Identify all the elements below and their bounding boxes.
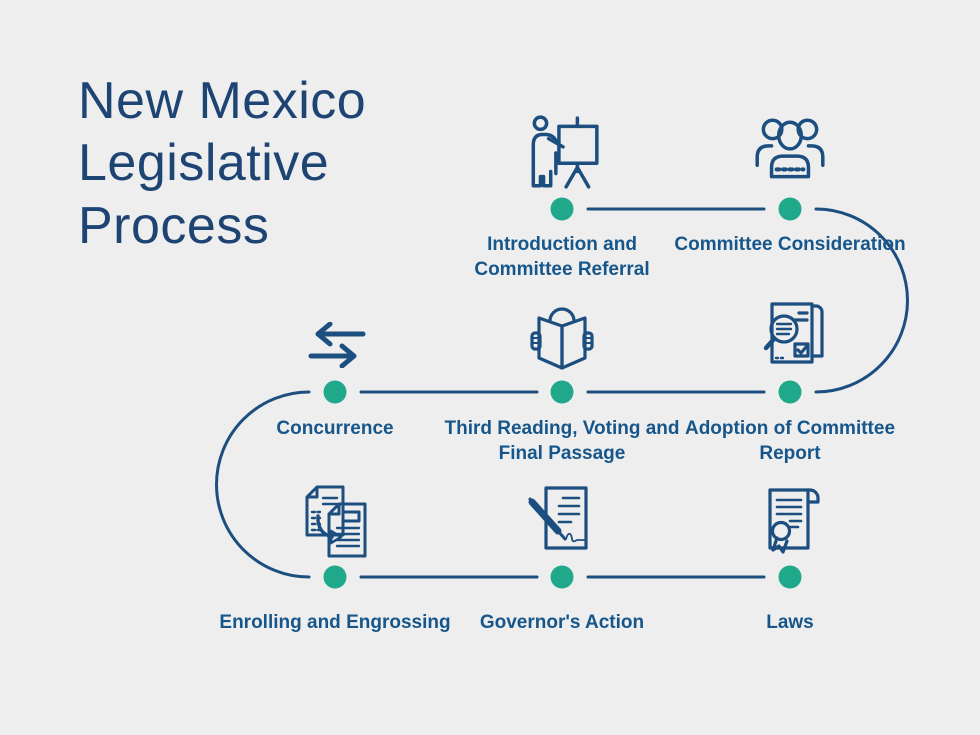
step-label: Adoption of Committee Report	[684, 418, 896, 465]
step-dots	[323, 197, 802, 589]
step-dot	[778, 565, 802, 589]
step-dot	[323, 380, 347, 404]
step-dot	[778, 380, 802, 404]
step-dot	[550, 565, 574, 589]
step-governors-action: Governor's Action	[442, 482, 682, 635]
step-label: Third Reading, Voting and Final Passage	[444, 418, 680, 465]
certificate-icon	[750, 482, 830, 562]
reading-book-icon	[522, 296, 602, 376]
report-review-icon	[750, 296, 830, 376]
step-introduction: Introduction and Committee Referral	[442, 112, 682, 282]
step-label: Governor's Action	[479, 612, 645, 633]
step-label: Committee Consideration	[674, 234, 906, 255]
step-dot	[550, 380, 574, 404]
presentation-icon	[521, 112, 603, 194]
double-arrow-icon	[299, 322, 371, 368]
step-enrolling-engrossing: Enrolling and Engrossing	[215, 482, 455, 635]
step-dot	[550, 197, 574, 221]
step-dot	[323, 565, 347, 589]
signing-pen-icon	[522, 482, 602, 562]
step-label: Laws	[766, 612, 814, 633]
step-laws: Laws	[670, 482, 910, 635]
step-label: Concurrence	[276, 418, 394, 439]
page-title: New Mexico Legislative Process	[78, 72, 367, 255]
step-adoption-committee-report: Adoption of Committee Report	[670, 296, 910, 466]
documents-transfer-icon	[295, 482, 375, 562]
step-concurrence: Concurrence	[215, 322, 455, 441]
step-dot	[778, 197, 802, 221]
step-label: Introduction and Committee Referral	[474, 234, 650, 281]
step-committee-consideration: Committee Consideration	[670, 112, 910, 257]
step-label: Enrolling and Engrossing	[219, 612, 451, 633]
committee-people-icon	[749, 112, 831, 194]
step-third-reading: Third Reading, Voting and Final Passage	[442, 296, 682, 466]
flow-path	[215, 207, 909, 579]
